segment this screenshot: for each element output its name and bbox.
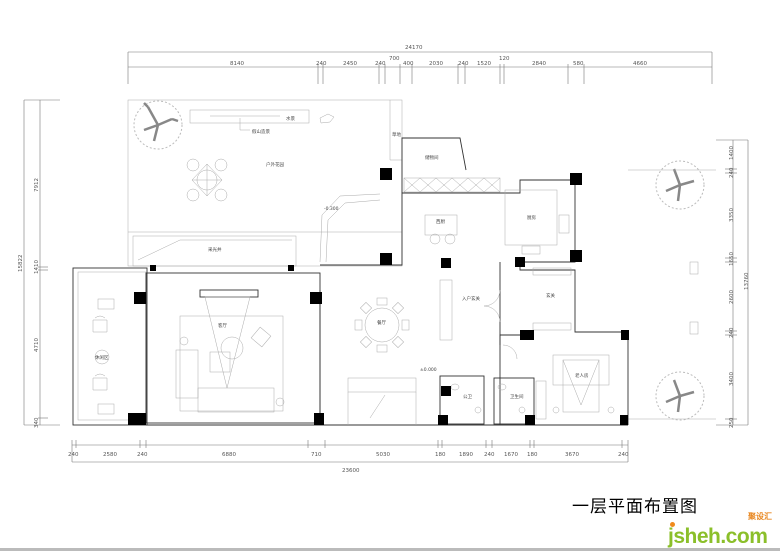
level-garden-step: -0.300 [324,206,339,212]
label-water: 水景 [286,115,295,122]
logo-dot [670,522,675,527]
site-logo: jsheh.com [668,525,768,548]
dim-bottom-10: 1670 [504,452,518,458]
dim-bottom-11: 180 [527,452,538,458]
structural-columns [128,168,629,425]
dim-left-3: 4710 [34,338,40,352]
dim-right-8: 250 [729,417,735,428]
label-kitchen: 厨房 [527,214,536,221]
level-stair: ±0.000 [420,367,437,373]
dim-top-4: 240 [375,61,386,67]
dim-right-1: 1400 [729,146,735,160]
top-dimensions: 24170 8140 240 2450 240 700 400 2030 240… [127,45,713,84]
dim-bottom-1: 240 [68,452,79,458]
dim-top-1: 8140 [230,61,244,67]
dim-top-6: 400 [403,61,414,67]
dim-top-7: 2030 [429,61,443,67]
dim-top-13: 4660 [633,61,647,67]
label-public-bath: 公卫 [463,394,472,400]
label-western-kitchen: 西厨 [436,219,445,225]
dim-top-5: 700 [389,56,400,62]
label-leisure: 休闲区 [95,354,109,361]
gazebo-icon [186,158,228,202]
dim-left-4: 340 [34,417,40,428]
dim-right-3: 3350 [729,208,735,222]
tree-icon [655,160,705,210]
water-feature [189,109,310,124]
bottom-border [0,548,780,551]
left-dimensions: 15822 7912 1410 4710 340 [18,99,60,428]
sink-icon [558,214,570,234]
dim-total-bottom: 23600 [342,468,360,474]
bathrooms: 公卫 卫生间 [439,334,547,425]
dim-top-3: 2450 [343,61,357,67]
dim-bottom-2: 2580 [103,452,117,458]
dim-right-7: 3400 [729,372,735,386]
drawing-title: 一层平面布置图 [572,497,698,517]
label-lightwell: 采光井 [208,246,222,253]
dim-bottom-7: 180 [435,452,446,458]
dim-bottom-13: 240 [618,452,629,458]
dim-left-1: 7912 [34,178,40,192]
armchair-icon [92,373,108,391]
dim-bottom-6: 5030 [376,452,390,458]
bottom-dimensions: 240 2580 240 6880 710 5030 180 1890 240 … [68,440,629,474]
dim-total-right: 13760 [744,272,750,290]
dim-right-5: 2600 [729,290,735,304]
armchair-icon [250,326,272,348]
label-dining: 餐厅 [377,319,386,326]
label-living: 客厅 [218,322,227,329]
dim-right-2: 240 [729,167,735,178]
dim-top-11: 2840 [532,61,546,67]
dim-bottom-3: 240 [137,452,148,458]
label-bathroom: 卫生间 [510,393,524,400]
label-rockery: 假山造景 [252,128,270,135]
dim-bottom-9: 240 [484,452,495,458]
dim-bottom-12: 3670 [565,452,579,458]
living-room: 客厅 [145,272,321,424]
dim-top-8: 240 [458,61,469,67]
dim-top-2: 240 [316,61,327,67]
site-logo-cn: 聚设汇 [748,512,772,521]
dim-right-4: 1650 [729,252,735,266]
stove-icon [521,245,541,255]
leisure-area: 休闲区 [72,267,148,426]
dim-total-top: 24170 [405,45,423,51]
dim-bottom-4: 6880 [222,452,236,458]
label-foyer: 玄关 [546,292,555,299]
tree-icon [655,371,705,421]
dim-top-12: 580 [573,61,584,67]
label-elder-room: 老人房 [575,372,589,379]
label-lawn: 草地 [392,131,401,138]
outdoor-garden: 水景 假山造景 户外花园 草地 -0.300 采光井 [127,99,403,267]
label-garden: 户外花园 [266,161,284,168]
dim-total-left: 15822 [18,255,24,273]
dim-left-2: 1410 [34,260,40,274]
dim-top-10: 120 [499,56,510,62]
armchair-icon [92,315,108,333]
dining-area: 餐厅 [354,297,410,353]
dim-top-9: 1520 [477,61,491,67]
house-walls: ±0.000 [146,137,629,426]
rock-icon [319,113,335,124]
elder-bedroom: 老人房 [552,354,615,414]
dim-right-6: 240 [729,327,735,338]
tree-icon [133,100,183,150]
label-entry-hall: 入户玄关 [462,295,480,302]
dim-bottom-8: 1890 [459,452,473,458]
dim-bottom-5: 710 [311,452,322,458]
right-dimensions: 1400 240 3350 1650 2600 240 3400 250 137… [716,139,750,428]
label-storage: 储物间 [425,154,439,161]
